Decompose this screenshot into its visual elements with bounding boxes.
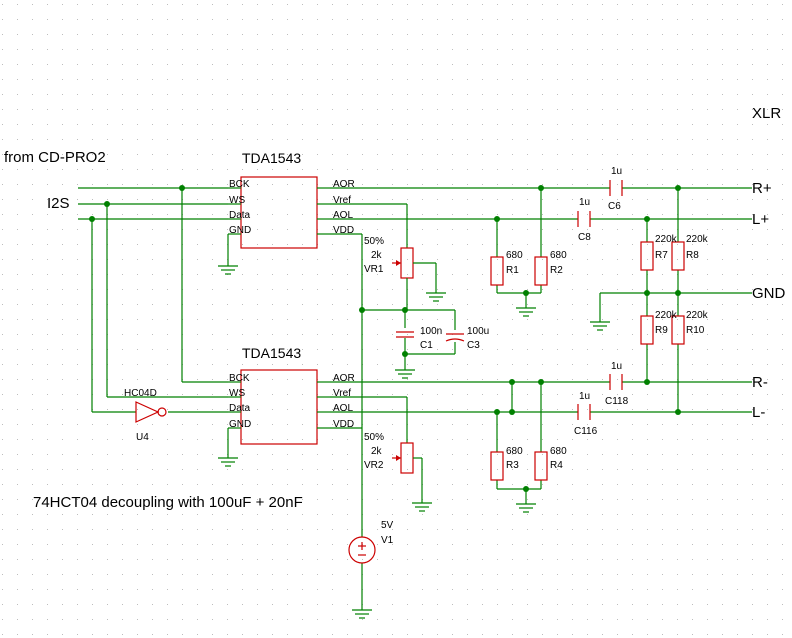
chip-u2-pin-data: Data [229, 403, 251, 414]
cap-c116 [577, 404, 591, 420]
source-label: from CD-PRO2 [4, 149, 106, 166]
cap-c8 [577, 211, 591, 227]
cap-c1-ref: C1 [420, 340, 433, 351]
pot-vr1-ref: VR1 [364, 264, 384, 275]
cap-c8-value: 1u [579, 197, 590, 208]
cap-c1 [396, 331, 414, 338]
chip-u1-pin-aol: AOL [333, 210, 353, 221]
resistor-r3-value: 680 [506, 446, 523, 457]
chip-u1-pin-vref: Vref [333, 195, 351, 206]
resistor-r9-ref: R9 [655, 325, 668, 336]
resistor-r8-value: 220k [686, 234, 709, 245]
chip-u1-pin-data: Data [229, 210, 251, 221]
chip-u1 [228, 176, 330, 249]
chip-u1-pin-gnd: GND [229, 225, 251, 236]
voltage-source-ref: V1 [381, 535, 394, 546]
resistor-r8-ref: R8 [686, 250, 699, 261]
chip-u1-pin-vdd: VDD [333, 225, 354, 236]
output-r-plus-label: R+ [752, 180, 772, 197]
pot-vr2-ref: VR2 [364, 460, 384, 471]
cap-c6-value: 1u [611, 166, 622, 177]
chip-u2-pin-aor: AOR [333, 373, 355, 384]
output-l-plus-label: L+ [752, 211, 769, 228]
cap-c1-value: 100n [420, 326, 442, 337]
resistor-r2-value: 680 [550, 250, 567, 261]
resistor-r2 [534, 256, 548, 286]
pot-vr1-pos: 50% [364, 236, 384, 247]
voltage-source-value: 5V [381, 520, 394, 531]
cap-c8-ref: C8 [578, 232, 591, 243]
resistor-r8 [671, 241, 685, 271]
chip-u1-pin-bck: BCK [229, 179, 250, 190]
inverter-u4 [135, 401, 167, 423]
resistor-r3 [490, 451, 504, 481]
resistor-r10-value: 220k [686, 310, 709, 321]
output-wires-bottom [330, 379, 752, 513]
supply-rail [330, 233, 456, 619]
cap-c11-ref: C118 [605, 396, 629, 407]
cap-c11 [609, 374, 623, 390]
output-gnd-label: GND [752, 285, 786, 302]
resistor-r1 [490, 256, 504, 286]
i2s-label: I2S [47, 195, 70, 212]
decoupling-note: 74HCT04 decoupling with 100uF + 20nF [33, 494, 303, 511]
resistor-r10 [671, 315, 685, 345]
chip-u2-pin-vdd: VDD [333, 419, 354, 430]
resistor-r7-ref: R7 [655, 250, 668, 261]
output-r-minus-label: R- [752, 374, 768, 391]
chip-u1-pin-ws: WS [229, 195, 245, 206]
chip-u2-pin-aol: AOL [333, 403, 353, 414]
input-wires [78, 185, 238, 467]
output-l-minus-label: L- [752, 404, 765, 421]
resistor-r4-value: 680 [550, 446, 567, 457]
chip-u2 [228, 369, 330, 445]
resistor-r9-value: 220k [655, 310, 678, 321]
chip-u2-pin-ws: WS [229, 388, 245, 399]
chip-u2-title: TDA1543 [242, 345, 301, 361]
resistor-r1-value: 680 [506, 250, 523, 261]
cap-c116-ref: C116 [574, 426, 598, 437]
cap-c11-value: 1u [611, 361, 622, 372]
cap-c3 [445, 333, 465, 342]
resistor-r7 [640, 241, 654, 271]
cap-c6 [609, 180, 623, 196]
xlr-label: XLR [752, 105, 781, 122]
chip-u1-pin-aor: AOR [333, 179, 355, 190]
cap-c3-ref: C3 [467, 340, 480, 351]
chip-u2-pin-gnd: GND [229, 419, 251, 430]
resistor-r9 [640, 315, 654, 345]
cap-c116-value: 1u [579, 391, 590, 402]
cap-c3-value: 100u [467, 326, 489, 337]
resistor-r4 [534, 451, 548, 481]
chip-u2-pin-bck: BCK [229, 373, 250, 384]
resistor-r4-ref: R4 [550, 460, 563, 471]
pot-vr2 [330, 396, 432, 512]
resistor-r10-ref: R10 [686, 325, 705, 336]
cap-c6-ref: C6 [608, 201, 621, 212]
chip-u1-title: TDA1543 [242, 150, 301, 166]
pot-vr1-value: 2k [371, 250, 383, 261]
output-wires-top [330, 185, 752, 317]
chip-u2-pin-vref: Vref [333, 388, 351, 399]
pot-vr1 [330, 203, 446, 310]
resistor-r2-ref: R2 [550, 265, 563, 276]
resistor-r1-ref: R1 [506, 265, 519, 276]
gnd-bus [590, 290, 752, 412]
pot-vr2-value: 2k [371, 446, 383, 457]
resistor-r3-ref: R3 [506, 460, 519, 471]
pot-vr2-pos: 50% [364, 432, 384, 443]
voltage-source-v1 [348, 536, 376, 564]
inverter-ref: U4 [136, 432, 149, 443]
resistor-r7-value: 220k [655, 234, 678, 245]
inverter-part: HC04D [124, 388, 157, 399]
